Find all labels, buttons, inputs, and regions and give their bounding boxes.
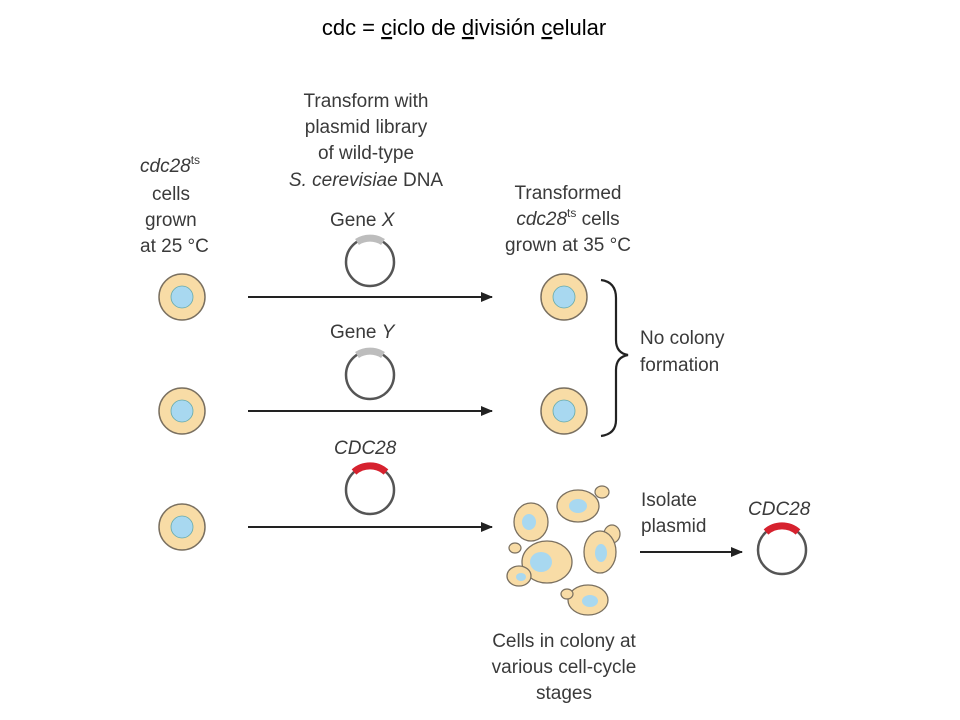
nucleus — [516, 573, 526, 581]
left-label-cells: cells — [152, 184, 190, 205]
nucleus — [170, 399, 194, 423]
curly-brace — [600, 278, 629, 438]
row-cdc28: CDC28 — [158, 438, 493, 551]
cdc28-plasmid-label: CDC28 — [334, 438, 397, 459]
transform-line-2: plasmid library — [305, 117, 428, 138]
nucleus — [582, 595, 598, 607]
nucleus — [522, 514, 536, 530]
transform-line-3: of wild-type — [318, 143, 414, 164]
nucleus — [170, 285, 194, 309]
right-label-temp: grown at 35 °C — [505, 235, 631, 256]
gene-y-label: Gene Y — [330, 322, 396, 343]
gene-insert-red — [351, 462, 389, 475]
nucleus — [552, 399, 576, 423]
gene-x-label: Gene X — [330, 210, 396, 231]
colony-caption-line-2: various cell-cycle — [492, 657, 637, 678]
transform-label: Transform with plasmid library of wild-t… — [289, 91, 444, 191]
isolate-line-1: Isolate — [641, 490, 697, 511]
nucleus — [569, 499, 587, 513]
gene-insert-red — [763, 522, 801, 535]
plasmid-icon — [344, 236, 396, 288]
row-gene-y: Gene Y — [158, 322, 588, 435]
isolated-plasmid-icon — [756, 524, 808, 576]
colony-cluster — [506, 485, 621, 616]
left-label-gene: cdc28ts — [140, 153, 200, 177]
colony-caption-line-3: stages — [536, 683, 592, 704]
right-label-transformed: Transformed — [515, 183, 622, 204]
row-gene-x: Gene X — [158, 210, 588, 321]
left-label-temp: at 25 °C — [140, 236, 209, 257]
left-label: cdc28ts cells grown at 25 °C — [140, 153, 209, 257]
bud — [560, 588, 574, 600]
gene-insert-gray — [355, 234, 385, 246]
nucleus — [595, 544, 607, 562]
nucleus — [530, 552, 552, 572]
nucleus — [170, 515, 194, 539]
plasmid-icon — [344, 464, 396, 516]
gene-insert-gray — [355, 347, 385, 359]
isolate-label: Isolate plasmid — [641, 490, 706, 537]
transform-line-4: S. cerevisiae DNA — [289, 170, 444, 191]
isolated-plasmid-label: CDC28 — [748, 499, 811, 520]
isolate-line-2: plasmid — [641, 516, 706, 537]
no-colony-line-2: formation — [640, 355, 719, 376]
nucleus — [552, 285, 576, 309]
right-label-gene-cells: cdc28ts cells — [516, 206, 619, 230]
bud — [508, 542, 522, 554]
page-title: cdc = ciclo de división celular — [322, 15, 606, 40]
right-label: Transformed cdc28ts cells grown at 35 °C — [505, 183, 631, 256]
left-label-grown: grown — [145, 210, 197, 231]
colony-caption: Cells in colony at various cell-cycle st… — [492, 631, 637, 704]
no-colony-line-1: No colony — [640, 328, 725, 349]
colony-caption-line-1: Cells in colony at — [492, 631, 636, 652]
no-colony-label: No colony formation — [640, 328, 725, 376]
plasmid-icon — [344, 349, 396, 401]
bud — [594, 485, 610, 499]
transform-line-1: Transform with — [304, 91, 429, 112]
